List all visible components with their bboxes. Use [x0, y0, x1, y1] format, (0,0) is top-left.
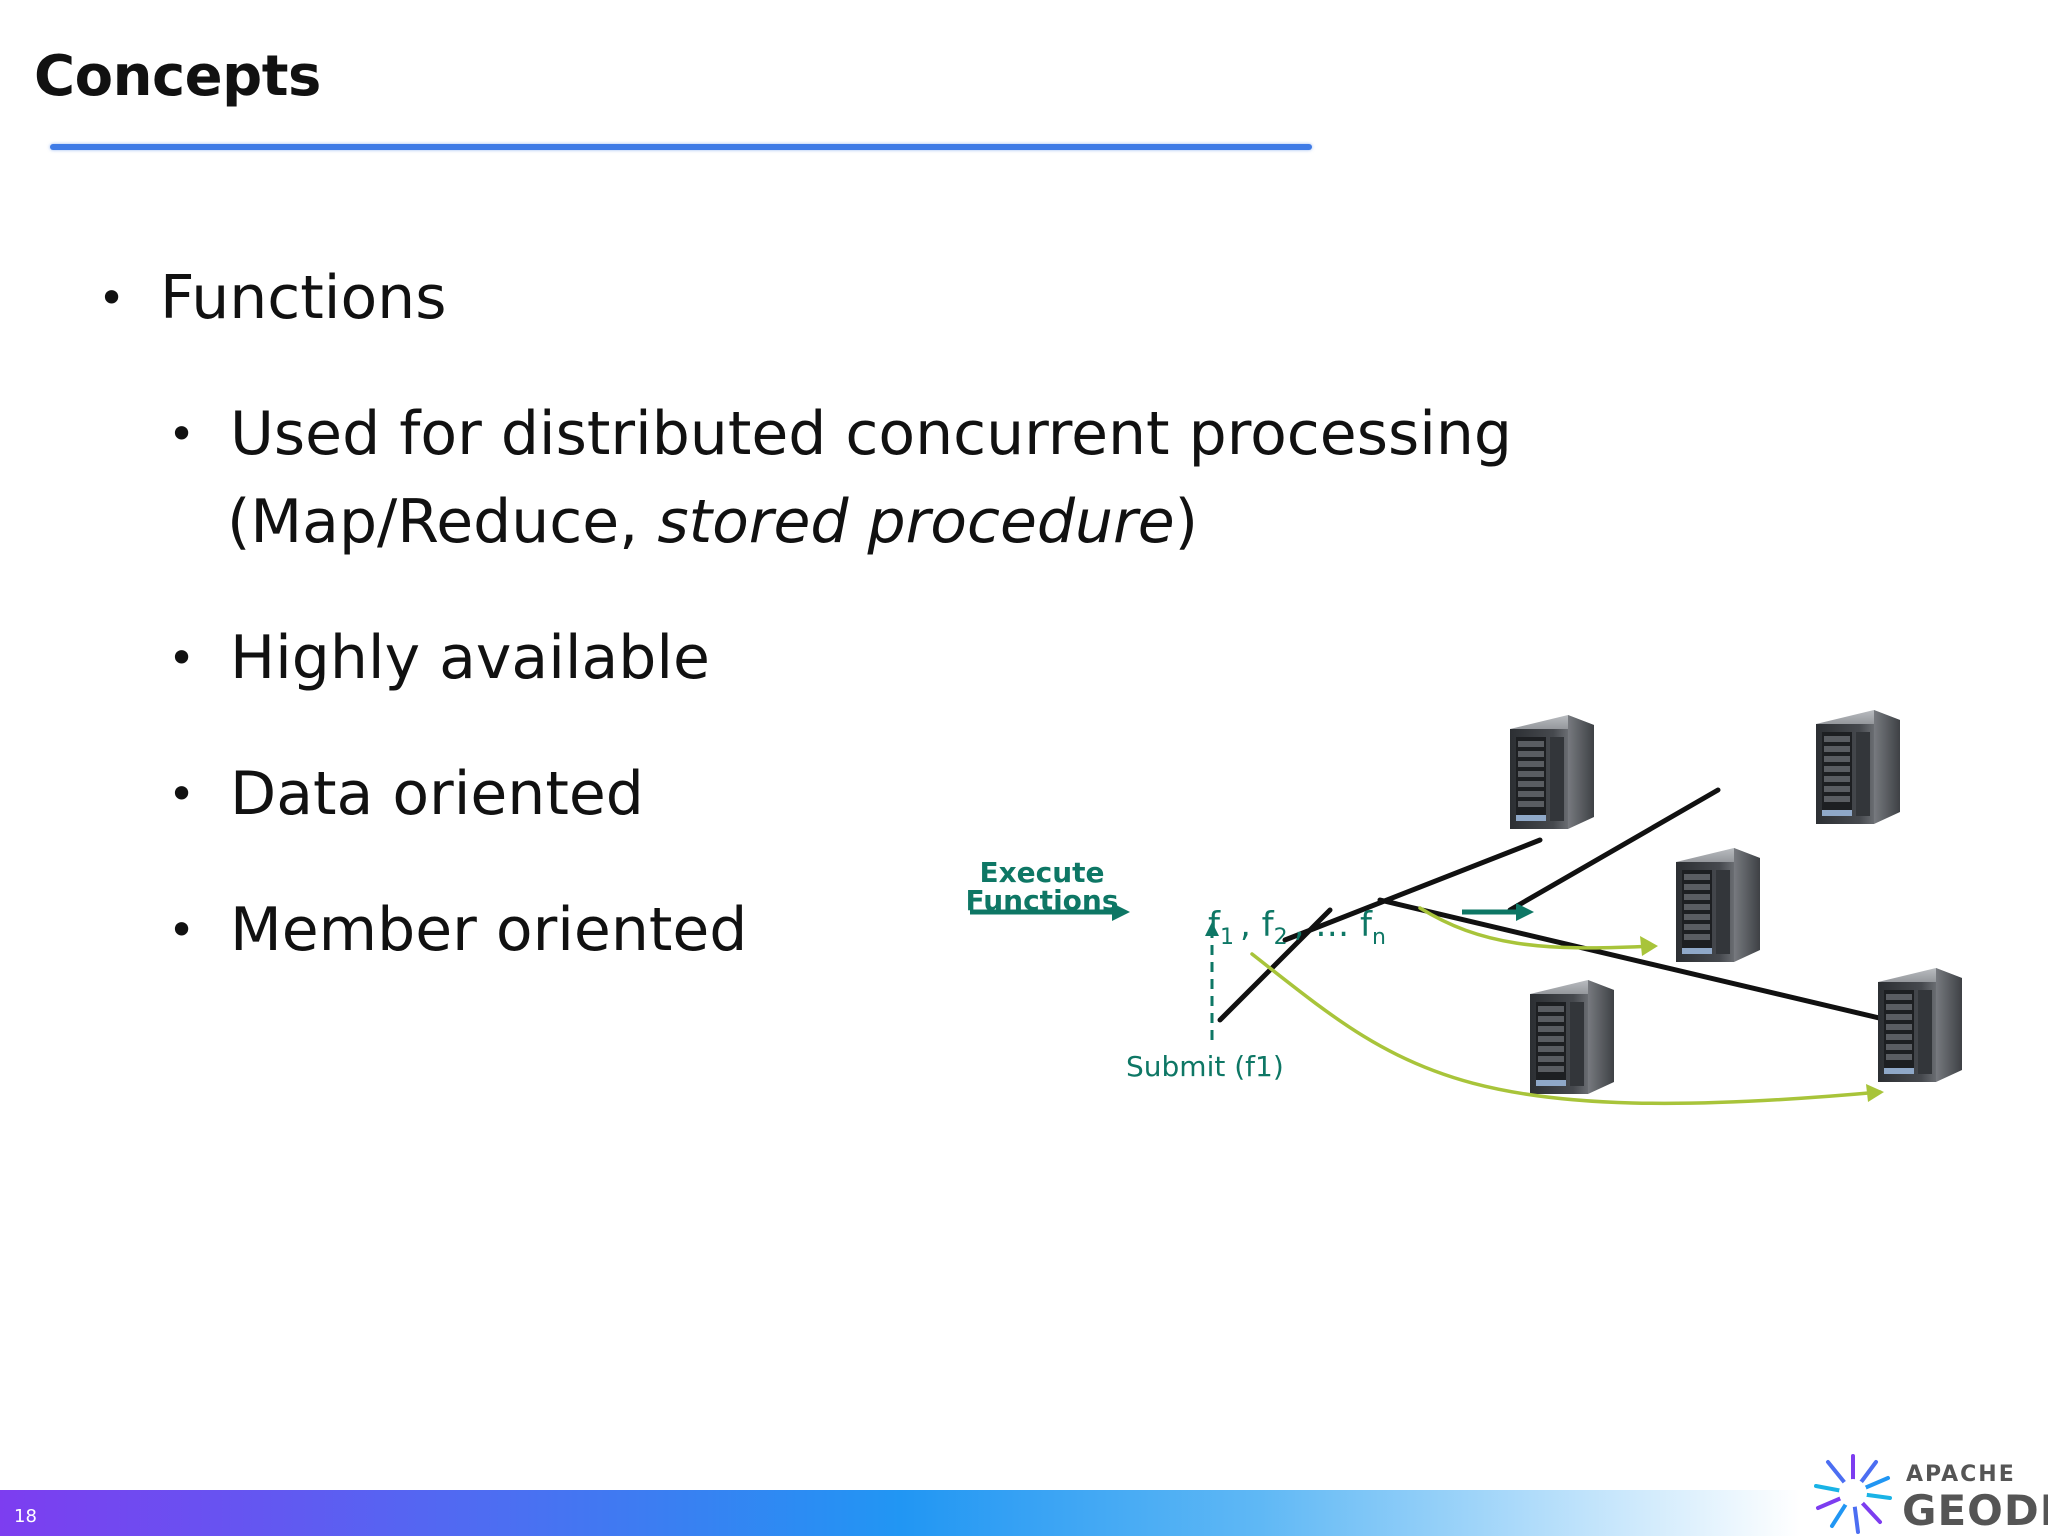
arrow-icon: [1205, 922, 1219, 936]
title-underline: [50, 144, 1312, 150]
function-route-arrow: [1250, 952, 1882, 1106]
bullet-dot: •: [168, 767, 196, 821]
bullet-text: Functions: [160, 263, 447, 333]
bullet-subline-italic: stored procedure: [657, 487, 1175, 557]
bullet-member-oriented: • Member oriented: [168, 886, 748, 974]
arrow-icon: [1516, 903, 1534, 921]
arrow-icon: [1112, 903, 1130, 921]
bullet-subline-prefix: (Map/Reduce,: [227, 487, 658, 557]
bullet-data-oriented: • Data oriented: [168, 750, 644, 838]
function-route-arrow: [1418, 906, 1654, 950]
page-number: 18: [14, 1506, 37, 1527]
logo-geode-text: GEODE: [1902, 1486, 2048, 1535]
server-icon: [1676, 848, 1760, 962]
server-icon: [1878, 968, 1962, 1082]
apache-geode-logo: APACHE GEODE: [1810, 1450, 2048, 1536]
network-link: [1377, 897, 1933, 1033]
bullet-dot: •: [168, 903, 196, 957]
bullet-text: Member oriented: [230, 895, 748, 965]
bullet-subline-suffix: ): [1174, 487, 1199, 557]
bullet-dot: •: [168, 407, 196, 461]
function-f2-sub: 2: [1274, 925, 1288, 950]
footer-bar: [0, 1490, 1800, 1536]
network-link: [1282, 837, 1543, 943]
function-f2: , f: [1240, 905, 1275, 945]
execute-label: Execute: [979, 856, 1104, 889]
diagram-svg: Execute Functions f1, f2, … fn Submit (f…: [965, 710, 1962, 1106]
bullet-text: Highly available: [230, 623, 710, 693]
server-icon: [1510, 715, 1594, 829]
bullet-highly-available: • Highly available: [168, 614, 710, 702]
arrow-icon: [1866, 1084, 1884, 1102]
geode-burst-icon: [1814, 1454, 1892, 1534]
function-f1: f: [1208, 905, 1221, 945]
bullet-distributed-processing: • Used for distributed concurrent proces…: [168, 390, 1513, 566]
function-fn: , … f: [1294, 905, 1373, 945]
function-f1-sub: 1: [1220, 925, 1234, 950]
slide-title: Concepts: [34, 44, 321, 109]
execute-label: Functions: [965, 884, 1118, 917]
server-icon: [1816, 710, 1900, 824]
bullet-functions: • Functions: [98, 254, 447, 342]
logo-apache-text: APACHE: [1906, 1462, 2016, 1487]
network-link: [1507, 787, 1721, 913]
bullet-text: Used for distributed concurrent processi…: [230, 399, 1513, 469]
submit-label: Submit (f1): [1126, 1050, 1284, 1083]
function-fn-sub: n: [1372, 925, 1386, 950]
bullet-dot: •: [98, 271, 126, 325]
arrow-icon: [1640, 936, 1658, 956]
bullet-dot: •: [168, 631, 196, 685]
function-execution-diagram: Execute Functions f1, f2, … fn Submit (f…: [940, 700, 1970, 1160]
bullet-text: Data oriented: [230, 759, 644, 829]
network-link: [1217, 907, 1333, 1023]
server-icon: [1530, 980, 1614, 1094]
function-list: f1, f2, … fn: [1208, 905, 1386, 950]
bullet-subline: (Map/Reduce, stored procedure): [227, 478, 1512, 566]
